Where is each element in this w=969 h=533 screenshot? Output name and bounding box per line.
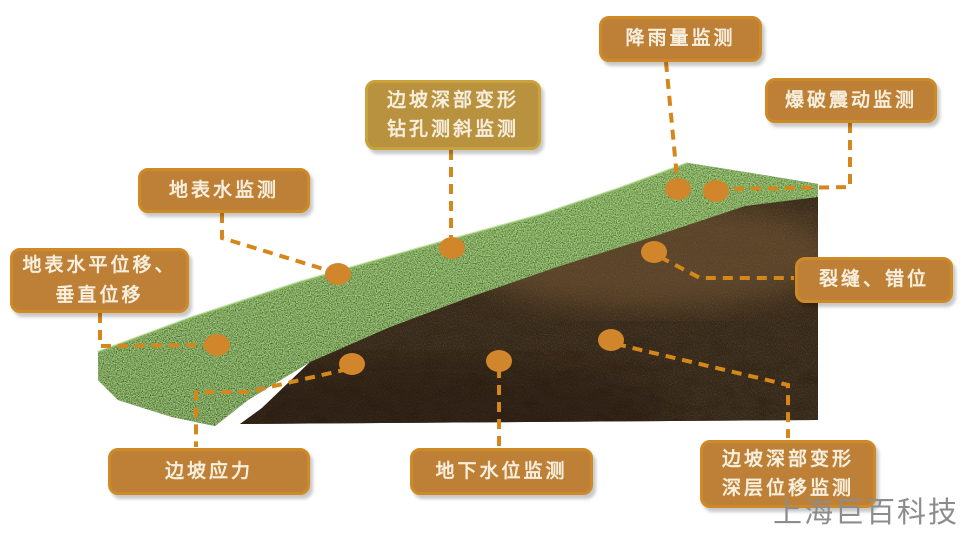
label-rainfall-monitoring: 降雨量监测 xyxy=(599,16,762,62)
monitor-point-stress xyxy=(339,353,365,375)
label-groundwater-level-monitoring: 地下水位监测 xyxy=(410,448,593,495)
monitor-point-rainfall xyxy=(665,178,691,200)
label-blast-vibration-monitoring: 爆破震动监测 xyxy=(765,78,937,123)
label-surface-displacement-monitoring: 地表水平位移、 垂直位移 xyxy=(10,248,189,313)
label-surface-water-monitoring: 地表水监测 xyxy=(138,168,310,213)
label-deep-displacement-monitoring: 边坡深部变形 深层位移监测 xyxy=(700,440,876,508)
monitor-point-surface-water xyxy=(325,263,351,285)
connector-rainfall xyxy=(664,61,679,179)
monitor-point-blast xyxy=(703,180,729,202)
connector-cracks xyxy=(659,255,794,280)
connector-lines xyxy=(98,61,852,447)
monitor-point-deep-displacement xyxy=(598,329,624,351)
grass-surface xyxy=(97,161,818,426)
monitor-point-groundwater xyxy=(486,350,512,372)
connector-displacement xyxy=(98,313,205,349)
monitor-point-displacement xyxy=(204,334,230,356)
label-crack-dislocation-monitoring: 裂缝、错位 xyxy=(795,257,953,303)
watermark-text: 上海巨百科技 xyxy=(772,495,959,529)
monitor-point-cracks xyxy=(641,241,667,263)
label-slope-stress-monitoring: 边坡应力 xyxy=(108,448,310,495)
monitor-points xyxy=(204,178,729,375)
connector-surface-water xyxy=(220,213,331,273)
connector-blast xyxy=(729,123,852,191)
connector-deep-displacement xyxy=(615,342,790,438)
grass-ridge-highlight xyxy=(97,161,689,354)
connector-stress xyxy=(194,367,349,447)
monitor-point-borehole xyxy=(439,237,465,259)
label-borehole-inclinometer-monitoring: 边坡深部变形 钻孔测斜监测 xyxy=(365,80,541,150)
